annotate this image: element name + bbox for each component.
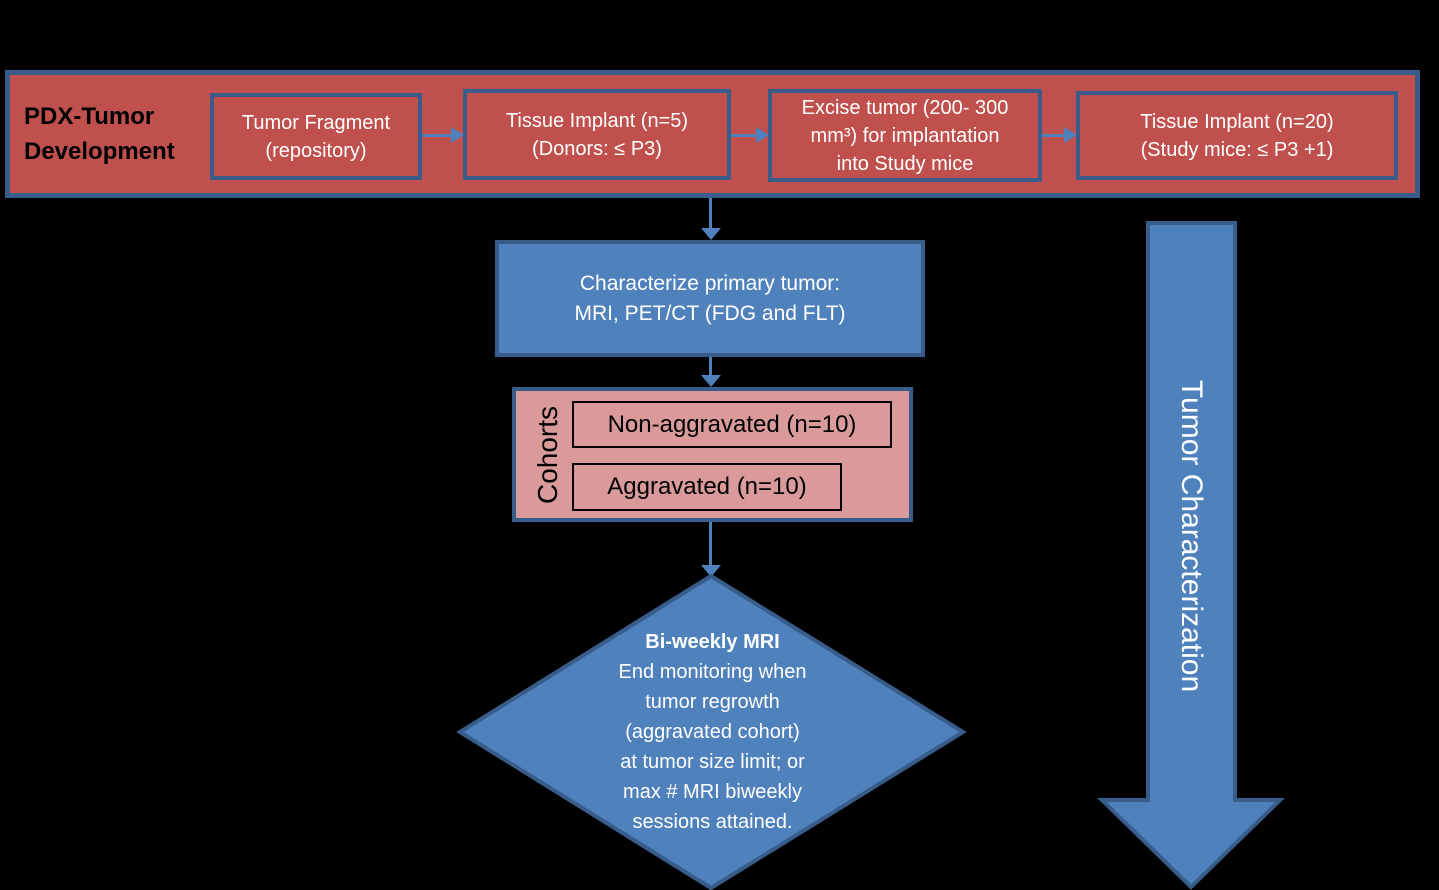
diamond-line3: tumor regrowth (645, 691, 780, 713)
tissue-implant-n20-box: Tissue Implant (n=20) (Study mice: ≤ P3 … (1076, 91, 1398, 180)
diamond-line1: Bi-weekly MRI (645, 631, 780, 653)
flow-arrow-down-1 (709, 198, 712, 231)
diamond-line5: at tumor size limit; or (620, 751, 805, 773)
characterize-line2: MRI, PET/CT (FDG and FLT) (574, 301, 846, 325)
diamond-line2: End monitoring when (618, 661, 807, 683)
diamond-line4: (aggravated cohort) (625, 721, 800, 743)
flow-arrow-down-3-icon (701, 565, 721, 577)
decision-diamond-shape (456, 573, 967, 890)
banner-title-line2: Development (24, 138, 175, 165)
flow-arrow-right-2 (731, 134, 757, 137)
excise-tumor-line1: Excise tumor (200- 300 (801, 96, 1009, 119)
pdx-development-banner: PDX-Tumor Development Tumor Fragment (re… (5, 70, 1420, 198)
flow-arrow-down-1-icon (701, 228, 721, 240)
diamond-line7: sessions attained. (632, 811, 793, 833)
banner-title-line1: PDX-Tumor (24, 103, 155, 130)
banner-title: PDX-Tumor Development (24, 75, 214, 193)
excise-tumor-line3: into Study mice (836, 152, 974, 175)
tumor-fragment-line1: Tumor Fragment (241, 111, 391, 134)
tissue-implant-n5-line2: (Donors: ≤ P3) (532, 137, 662, 160)
flow-arrow-right-2-icon (756, 127, 769, 143)
cohorts-box: Cohorts Non-aggravated (n=10) Aggravated… (512, 387, 913, 522)
tumor-characterization-arrow-shape (1097, 221, 1285, 890)
excise-tumor-box: Excise tumor (200- 300 mm³) for implanta… (768, 89, 1042, 182)
characterize-tumor-box: Characterize primary tumor: MRI, PET/CT … (495, 240, 925, 357)
cohorts-label: Cohorts (532, 405, 563, 505)
tumor-fragment-line2: (repository) (265, 139, 367, 162)
cohort-aggravated: Aggravated (n=10) (572, 463, 842, 511)
tissue-implant-n20-line2: (Study mice: ≤ P3 +1) (1140, 138, 1334, 161)
flow-arrow-right-1-icon (451, 127, 464, 143)
characterize-line1: Characterize primary tumor: (579, 271, 841, 295)
excise-tumor-line2: mm³) for implantation (810, 124, 1000, 147)
flow-arrow-right-1 (422, 134, 452, 137)
flow-arrow-down-2 (709, 357, 712, 377)
decision-diamond-text: Bi-weekly MRI End monitoring when tumor … (455, 571, 970, 890)
flow-arrow-down-3 (709, 522, 712, 567)
cohort-non-aggravated: Non-aggravated (n=10) (572, 401, 892, 448)
tissue-implant-n20-line1: Tissue Implant (n=20) (1140, 110, 1334, 133)
flow-arrow-right-3 (1042, 134, 1065, 137)
tumor-fragment-box: Tumor Fragment (repository) (210, 93, 422, 180)
tumor-characterization-label: Tumor Characterization (1175, 379, 1208, 693)
diamond-line6: max # MRI biweekly (623, 781, 802, 803)
flow-arrow-down-2-icon (701, 375, 721, 387)
tissue-implant-n5-box: Tissue Implant (n=5) (Donors: ≤ P3) (463, 89, 731, 180)
tissue-implant-n5-line1: Tissue Implant (n=5) (505, 109, 689, 132)
flow-arrow-right-3-icon (1064, 127, 1077, 143)
